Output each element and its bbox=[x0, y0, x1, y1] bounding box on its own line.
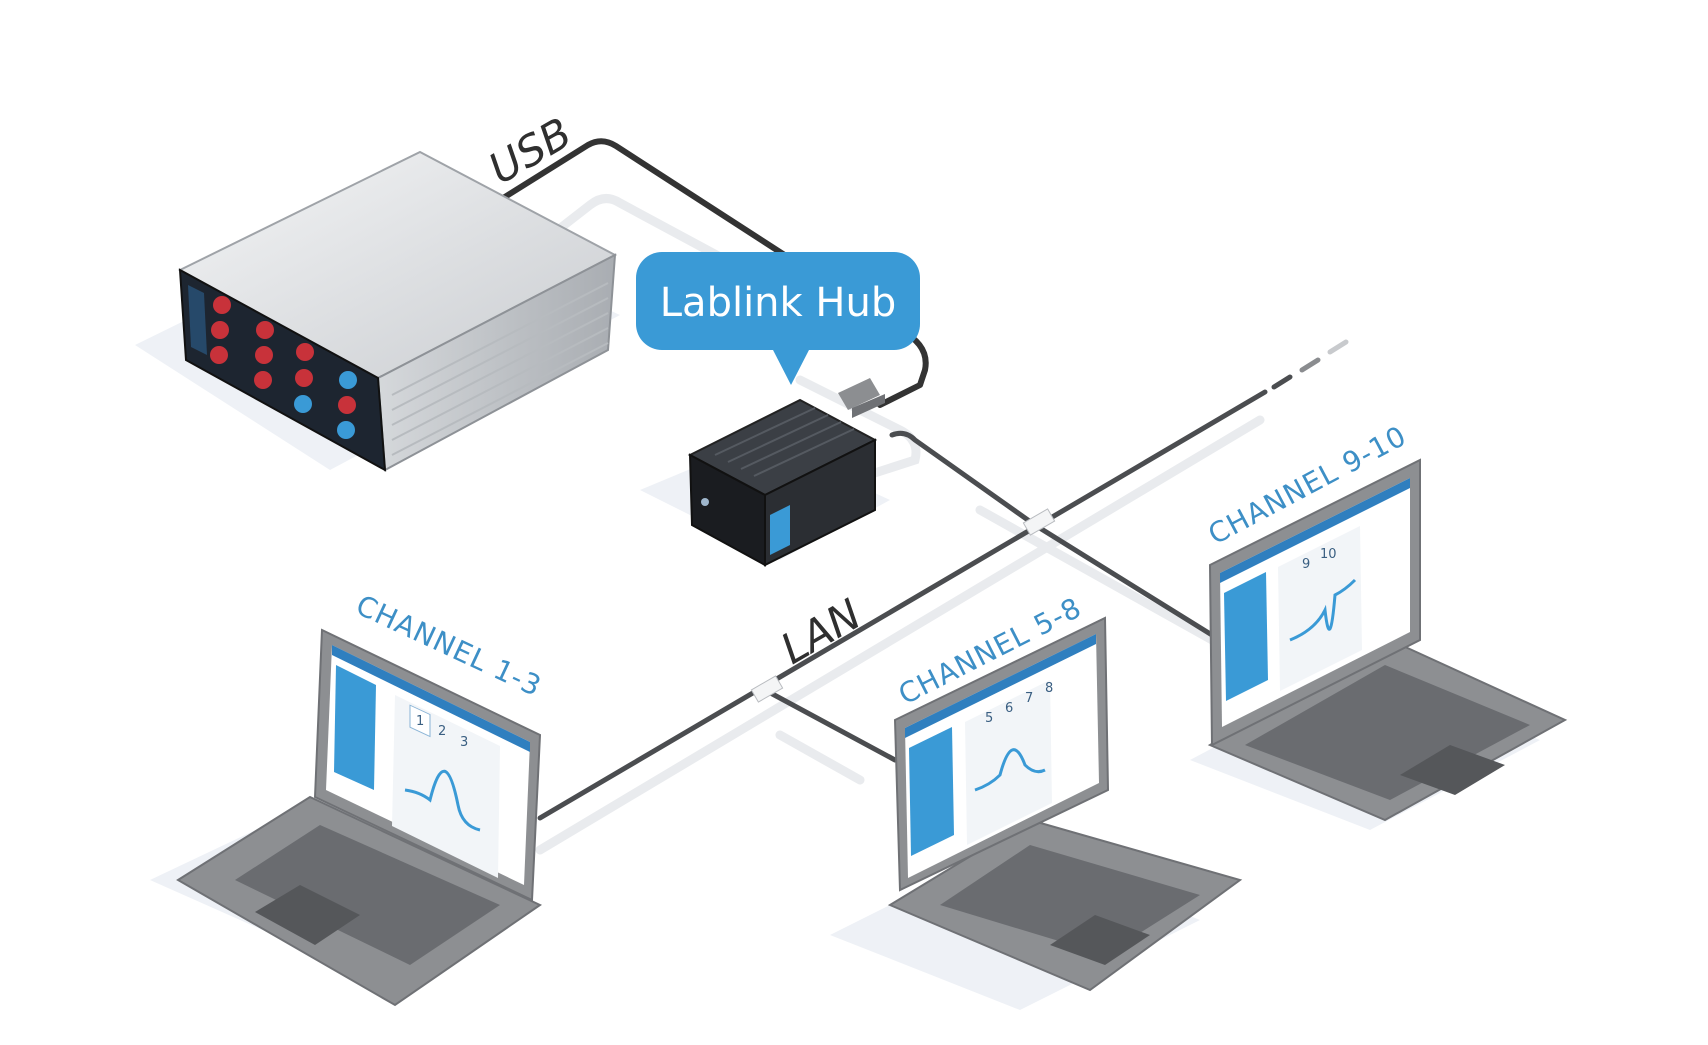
laptop-2-tabs: 5 6 7 8 bbox=[985, 681, 1053, 726]
ghost-cables bbox=[535, 194, 1265, 855]
laptop-2-tab: 8 bbox=[1045, 681, 1053, 696]
laptop-2-tab: 5 bbox=[985, 711, 993, 726]
laptop-1-tab: 2 bbox=[438, 724, 446, 739]
instrument-box bbox=[177, 150, 618, 472]
laptop-3-tabs: 9 10 bbox=[1302, 547, 1337, 572]
laptop-3-tab: 10 bbox=[1320, 547, 1337, 562]
laptop-3-tab: 9 bbox=[1302, 557, 1310, 572]
instrument-front bbox=[178, 268, 387, 472]
usb-connector bbox=[838, 378, 885, 418]
hub-label: Lablink Hub bbox=[660, 280, 896, 326]
laptop-2-tab: 7 bbox=[1025, 691, 1033, 706]
laptop-channel-9-10 bbox=[1207, 458, 1568, 822]
laptop-channel-1-3 bbox=[176, 628, 543, 1007]
laptop-1-tab: 1 bbox=[416, 714, 424, 729]
hub-device bbox=[687, 398, 878, 567]
laptop-channel-5-8 bbox=[887, 616, 1243, 992]
instrument-connectors bbox=[210, 296, 357, 439]
laptop-1-tabs: 1 2 3 bbox=[409, 704, 468, 750]
hub-callout: Lablink Hub bbox=[636, 252, 920, 385]
laptop-2-tab: 6 bbox=[1005, 701, 1013, 716]
lan-cables bbox=[537, 339, 1349, 821]
laptop-1-tab: 3 bbox=[460, 735, 468, 750]
lan-splitters bbox=[750, 508, 1056, 703]
